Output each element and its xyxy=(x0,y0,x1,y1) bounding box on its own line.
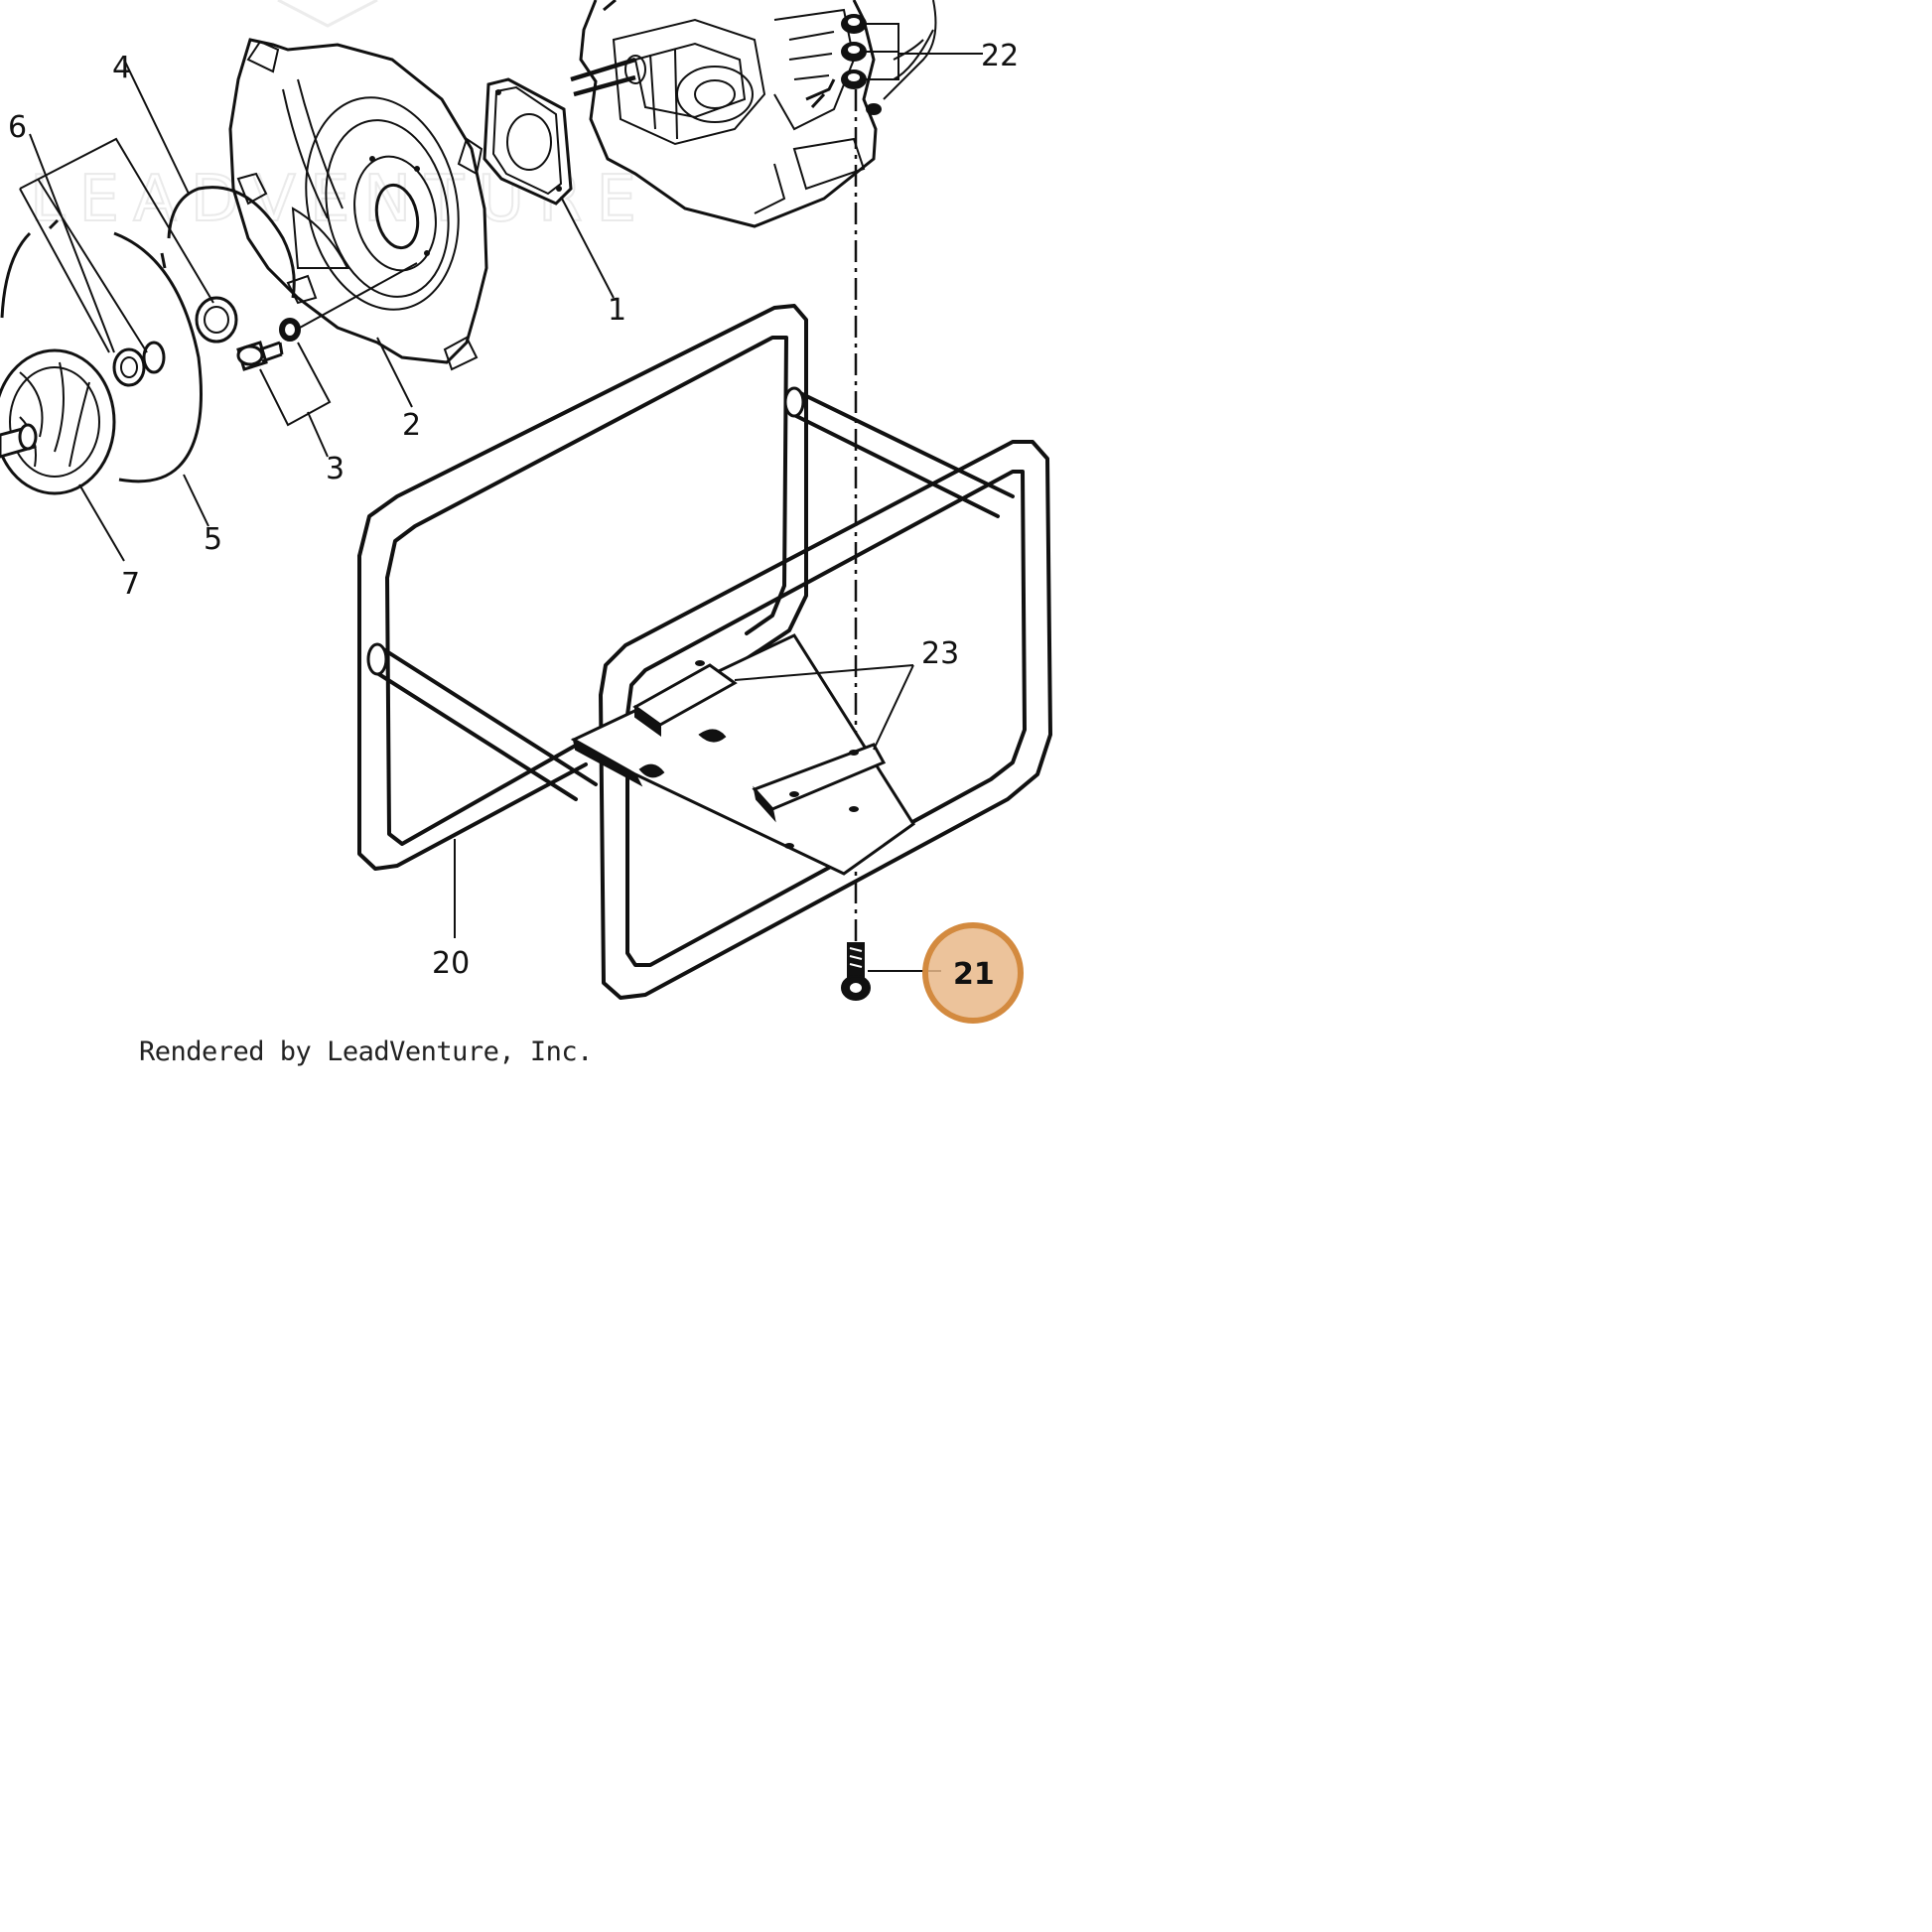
item-1-gasket xyxy=(483,77,615,299)
item-2-pump-housing xyxy=(228,38,488,408)
item-3-bolt-washer xyxy=(236,262,418,458)
callout-4[interactable]: 4 xyxy=(112,51,131,85)
item-7-impeller xyxy=(0,348,125,562)
callout-20[interactable]: 20 xyxy=(432,946,470,981)
callout-3[interactable]: 3 xyxy=(326,452,345,486)
item-22-nuts xyxy=(841,14,983,89)
item-6-seal-nuts xyxy=(19,133,238,387)
item-5-large-ring xyxy=(0,218,209,527)
callout-6[interactable]: 6 xyxy=(8,110,27,145)
callout-22[interactable]: 22 xyxy=(981,39,1019,73)
item-23-base-plate-pads xyxy=(570,633,916,876)
highlight-circle-21[interactable] xyxy=(922,922,1024,1024)
callout-21[interactable]: 21 xyxy=(953,957,995,992)
callout-5[interactable]: 5 xyxy=(204,522,222,557)
callout-1[interactable]: 1 xyxy=(608,293,626,328)
callout-2[interactable]: 2 xyxy=(402,408,421,443)
credit-text: Rendered by LeadVenture, Inc. xyxy=(139,1036,593,1067)
item-20-frame xyxy=(357,304,1052,1000)
callout-7[interactable]: 7 xyxy=(121,567,140,602)
item-4-o-ring xyxy=(123,59,296,299)
item-21-bolt xyxy=(841,942,941,1001)
callout-23[interactable]: 23 xyxy=(921,636,959,671)
